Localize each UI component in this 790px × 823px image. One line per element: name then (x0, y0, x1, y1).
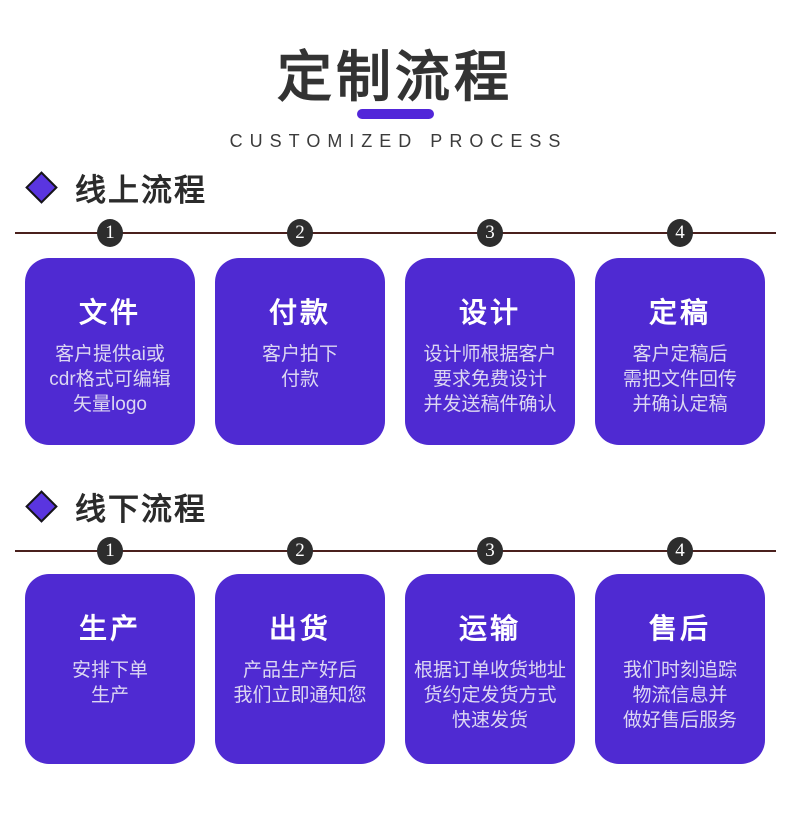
step-description-line: 做好售后服务 (622, 710, 737, 731)
section-online-header: 线上流程 (25, 167, 207, 208)
page-subtitle: CUSTOMIZED PROCESS (229, 131, 568, 151)
step-number-badge: 1 (97, 219, 123, 247)
step-description: 客户定稿后 需把文件回传 并确认定稿 (595, 342, 765, 417)
step-number-badge: 3 (477, 537, 503, 565)
step-card-design: 设计 设计师根据客户 要求免费设计 并发送稿件确认 (405, 258, 575, 445)
step-description-line: 生产 (90, 685, 129, 706)
title-underline-bar (357, 109, 434, 119)
section-offline-header: 线下流程 (25, 486, 207, 527)
step-description-line: 矢量logo (73, 394, 147, 415)
section-online-label: 线上流程 (75, 172, 207, 208)
step-number-badge: 2 (287, 537, 313, 565)
section-offline-label: 线下流程 (75, 491, 207, 527)
step-number-badge: 4 (667, 537, 693, 565)
step-description-line: 并发送稿件确认 (423, 394, 557, 415)
step-title: 付款 (268, 297, 331, 328)
step-description-line: cdr格式可编辑 (49, 369, 171, 390)
step-description: 设计师根据客户 要求免费设计 并发送稿件确认 (405, 342, 575, 417)
step-title: 文件 (78, 297, 141, 328)
step-card-transport: 运输 根据订单收货地址 货约定发货方式 快速发货 (405, 574, 575, 764)
step-description-line: 付款 (280, 369, 319, 390)
step-card-shipment: 出货 产品生产好后 我们立即通知您 (215, 574, 385, 764)
step-description-line: 我们立即通知您 (233, 685, 367, 706)
step-description: 客户拍下 付款 (215, 342, 385, 392)
diamond-icon (25, 489, 58, 523)
step-card-payment: 付款 客户拍下 付款 (215, 258, 385, 445)
step-title: 出货 (268, 613, 331, 644)
diamond-icon (25, 170, 58, 204)
step-description-line: 安排下单 (71, 660, 148, 681)
step-description: 产品生产好后 我们立即通知您 (215, 658, 385, 708)
step-description-line: 并确认定稿 (632, 394, 728, 415)
step-description-line: 快速发货 (451, 710, 528, 731)
step-title: 生产 (78, 613, 141, 644)
step-description: 安排下单 生产 (25, 658, 195, 708)
step-description-line: 需把文件回传 (622, 369, 737, 390)
track-line (15, 550, 776, 552)
page-title: 定制流程 (276, 46, 513, 108)
track-line (15, 232, 776, 234)
step-card-file: 文件 客户提供ai或 cdr格式可编辑 矢量logo (25, 258, 195, 445)
step-description-line: 产品生产好后 (242, 660, 357, 681)
step-description: 我们时刻追踪 物流信息并 做好售后服务 (595, 658, 765, 733)
step-description: 根据订单收货地址 货约定发货方式 快速发货 (405, 658, 575, 733)
step-card-finalize: 定稿 客户定稿后 需把文件回传 并确认定稿 (595, 258, 765, 445)
step-title: 售后 (648, 613, 711, 644)
step-title: 设计 (458, 297, 521, 328)
step-description-line: 货约定发货方式 (423, 685, 557, 706)
step-number-badge: 1 (97, 537, 123, 565)
step-number-badge: 3 (477, 219, 503, 247)
step-number-badge: 4 (667, 219, 693, 247)
step-description-line: 客户拍下 (261, 344, 338, 365)
step-title: 定稿 (648, 297, 711, 328)
step-description-line: 物流信息并 (632, 685, 728, 706)
step-card-aftersales: 售后 我们时刻追踪 物流信息并 做好售后服务 (595, 574, 765, 764)
step-description: 客户提供ai或 cdr格式可编辑 矢量logo (25, 342, 195, 417)
step-number-track: 1 2 3 4 (0, 219, 790, 247)
step-description-line: 要求免费设计 (432, 369, 547, 390)
step-description-line: 我们时刻追踪 (622, 660, 737, 681)
step-title: 运输 (458, 613, 521, 644)
step-description-line: 客户定稿后 (632, 344, 728, 365)
step-description-line: 设计师根据客户 (423, 344, 557, 365)
step-number-badge: 2 (287, 219, 313, 247)
step-card-production: 生产 安排下单 生产 (25, 574, 195, 764)
step-description-line: 根据订单收货地址 (413, 660, 566, 681)
step-description-line: 客户提供ai或 (55, 344, 165, 365)
step-number-track: 1 2 3 4 (0, 537, 790, 565)
